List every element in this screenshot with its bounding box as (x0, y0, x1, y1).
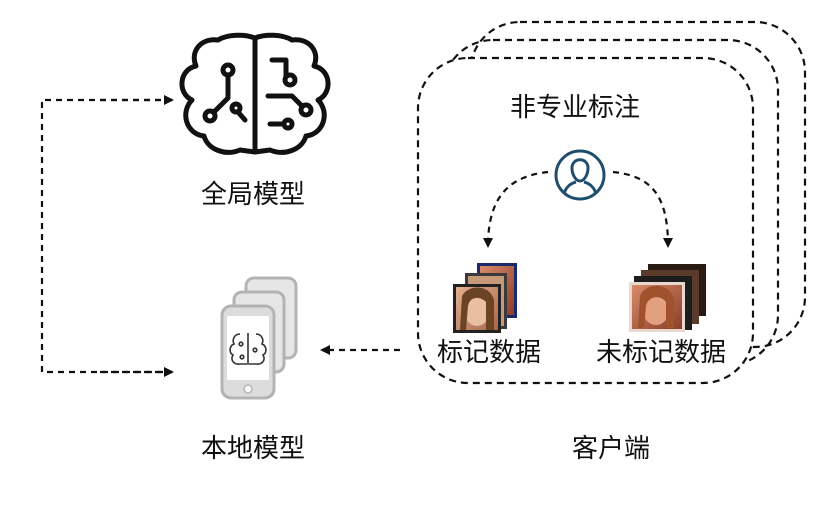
smartphone-stack-icon (220, 276, 298, 400)
global-model-label: 全局模型 (201, 180, 306, 210)
brain-circuit-icon (179, 32, 331, 155)
unlabeled-face-photo-stack (629, 264, 706, 332)
user-icon (554, 149, 606, 201)
global-local-sync-arrows (40, 95, 174, 377)
nonexpert-annotation-label: 非专业标注 (510, 93, 641, 123)
unlabeled-data-label: 未标记数据 (596, 338, 727, 368)
annotator-to-unlabeled-arrow (612, 170, 673, 248)
annotator-to-labeled-arrow (483, 170, 549, 248)
mini-brain-icon (229, 333, 267, 365)
local-model-label: 本地模型 (201, 434, 306, 464)
client-label: 客户端 (572, 434, 651, 464)
labeled-face-photo-stack (453, 263, 517, 333)
labeled-data-label: 标记数据 (437, 338, 542, 368)
